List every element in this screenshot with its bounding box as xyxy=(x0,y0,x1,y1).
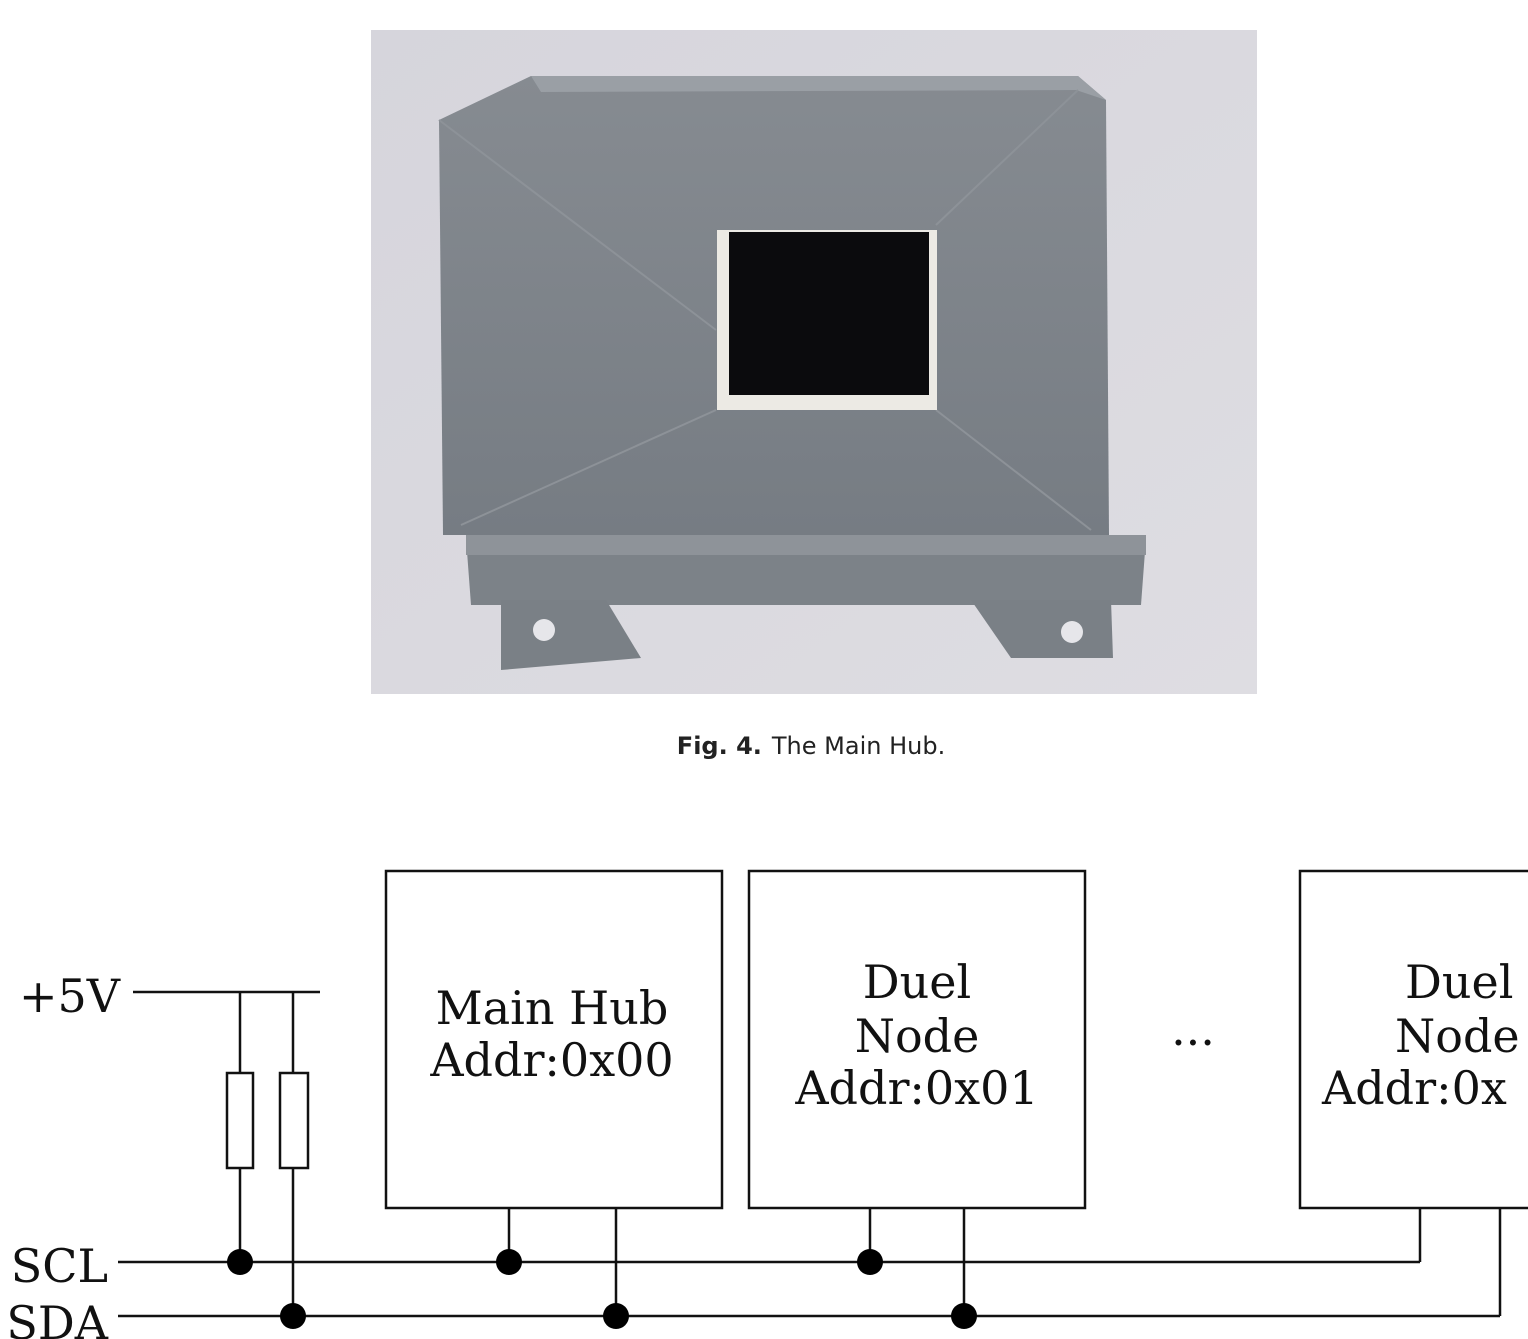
junction-dots xyxy=(227,1249,977,1329)
duel-node-box-n xyxy=(1298,869,1528,1210)
i2c-bus-diagram: +5V SCL SDA ... Main Hub Addr:0x00 Duel … xyxy=(6,869,1528,1339)
ellipsis: ... xyxy=(1171,1002,1215,1056)
duel-node-n-address: Addr:0x xyxy=(1321,1061,1507,1115)
hub-screen xyxy=(717,230,937,410)
pullup-resistor-scl xyxy=(225,1071,255,1170)
duel-node-1-address: Addr:0x01 xyxy=(794,1061,1038,1115)
sda-label: SDA xyxy=(6,1296,108,1339)
duel-node-1-title: Duel xyxy=(863,955,971,1009)
duel-node-n-subtitle: Node xyxy=(1395,1009,1520,1063)
duel-node-box-1 xyxy=(747,869,1087,1210)
pullup-resistor-sda xyxy=(278,1071,310,1170)
figure-caption-text: The Main Hub. xyxy=(771,732,946,760)
main-hub-address: Addr:0x00 xyxy=(429,1033,673,1087)
scl-label: SCL xyxy=(11,1239,108,1293)
power-label: +5V xyxy=(19,969,121,1023)
main-hub-photo xyxy=(371,30,1257,694)
figure-label: Fig. 4. xyxy=(676,732,762,760)
main-hub-box xyxy=(384,869,724,1210)
figure-caption: Fig. 4. The Main Hub. xyxy=(0,732,1528,760)
main-hub-title: Main Hub xyxy=(436,981,669,1035)
duel-node-1-subtitle: Node xyxy=(855,1009,980,1063)
duel-node-n-title: Duel xyxy=(1405,955,1513,1009)
